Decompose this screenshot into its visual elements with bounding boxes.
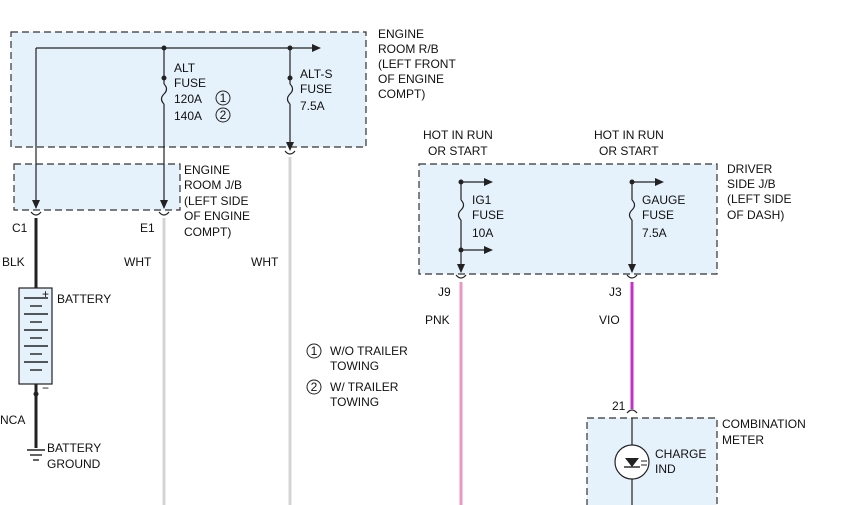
combination-meter-box [586, 417, 718, 505]
circled-number-2-legend: 2 [306, 379, 322, 395]
circled-number-1-legend: 1 [306, 343, 322, 359]
connector-c1: C1 [12, 221, 28, 235]
circled-2-text: 2 [220, 108, 227, 122]
gauge-arrow [655, 178, 664, 186]
ig1-arrow-bottom [484, 246, 493, 254]
wire-label-pnk: PNK [425, 313, 450, 327]
fuse-alt-s-top-dot [287, 75, 293, 81]
battery-negative-dot [33, 391, 39, 397]
circled-number-1-fuse: 1 [215, 90, 231, 106]
connector-e1: E1 [140, 221, 155, 235]
circled-number-2-fuse: 2 [215, 107, 231, 123]
ig1-top-dot [458, 179, 464, 185]
wire-label-wht-2: WHT [251, 255, 279, 269]
engine-room-jb-box [13, 163, 181, 211]
battery-symbol [18, 287, 53, 385]
alt-s-arrow-head [286, 142, 294, 151]
wire-label-nca: NCA [0, 413, 25, 427]
junction-alt-s [287, 45, 293, 51]
connector-j9: J9 [438, 285, 451, 299]
connector-j3: J3 [609, 285, 622, 299]
battery-minus: − [42, 381, 49, 395]
battery-plus: + [42, 287, 49, 301]
legend-1-number: 1 [311, 344, 318, 358]
engine-room-rb-box [10, 31, 367, 148]
ig1-bottom-dot [458, 247, 464, 253]
connector-symbols [30, 150, 638, 414]
wire-label-wht-1: WHT [124, 255, 152, 269]
wire-label-blk: BLK [2, 255, 25, 269]
wire-label-vio: VIO [599, 313, 620, 327]
gauge-top-dot [629, 179, 635, 185]
j3-arrow-head [628, 264, 636, 273]
legend-2-number: 2 [311, 380, 318, 394]
c1-arrow-head [32, 200, 40, 209]
junction-alt [161, 45, 167, 51]
j9-arrow-head [457, 264, 465, 273]
bus-arrow-head [312, 44, 321, 52]
battery-label: BATTERY [57, 292, 111, 306]
pin-21: 21 [612, 399, 626, 413]
ground-symbol [27, 449, 45, 461]
e1-arrow-head [160, 200, 168, 209]
fuse-alt-top-dot [161, 75, 167, 81]
charge-ind-led [614, 444, 650, 480]
circled-1-text: 1 [220, 91, 227, 105]
ig1-arrow-top [484, 178, 493, 186]
